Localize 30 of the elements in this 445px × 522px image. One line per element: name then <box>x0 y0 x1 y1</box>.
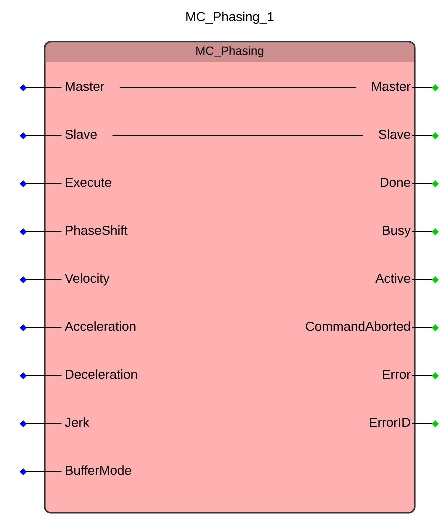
pin-label: Active <box>376 274 410 284</box>
pin-label: Master <box>66 82 104 92</box>
pin-label: Slave <box>66 130 97 140</box>
block-title: MC_Phasing_1 <box>186 12 274 24</box>
pin-label: Execute <box>66 178 112 188</box>
output-pin <box>412 132 439 140</box>
pin-label: BufferMode <box>66 466 132 476</box>
pin-label: Master <box>372 82 411 92</box>
pin-label: ErrorID <box>370 418 410 428</box>
pin-label: CommandAborted <box>306 322 410 332</box>
output-pin <box>412 84 439 92</box>
pin-label: Velocity <box>65 274 110 286</box>
output-pin <box>412 228 439 236</box>
output-pin <box>412 324 439 332</box>
function-block <box>44 41 416 514</box>
connection-line <box>119 87 357 88</box>
output-pin <box>412 372 439 380</box>
pin-label: Acceleration <box>65 322 136 332</box>
output-pin <box>412 276 439 284</box>
connection-line <box>112 135 364 136</box>
pin-label: Slave <box>379 130 410 140</box>
pin-label: PhaseShift <box>66 226 128 236</box>
pin-label: Error <box>383 370 411 380</box>
pin-label: Done <box>381 178 410 188</box>
pin-label: Busy <box>383 226 411 238</box>
block-type-label: MC_Phasing <box>196 46 264 58</box>
output-pin <box>412 420 439 428</box>
pin-label: Deceleration <box>66 370 138 380</box>
output-pin <box>412 180 439 188</box>
pin-label: Jerk <box>65 418 90 428</box>
